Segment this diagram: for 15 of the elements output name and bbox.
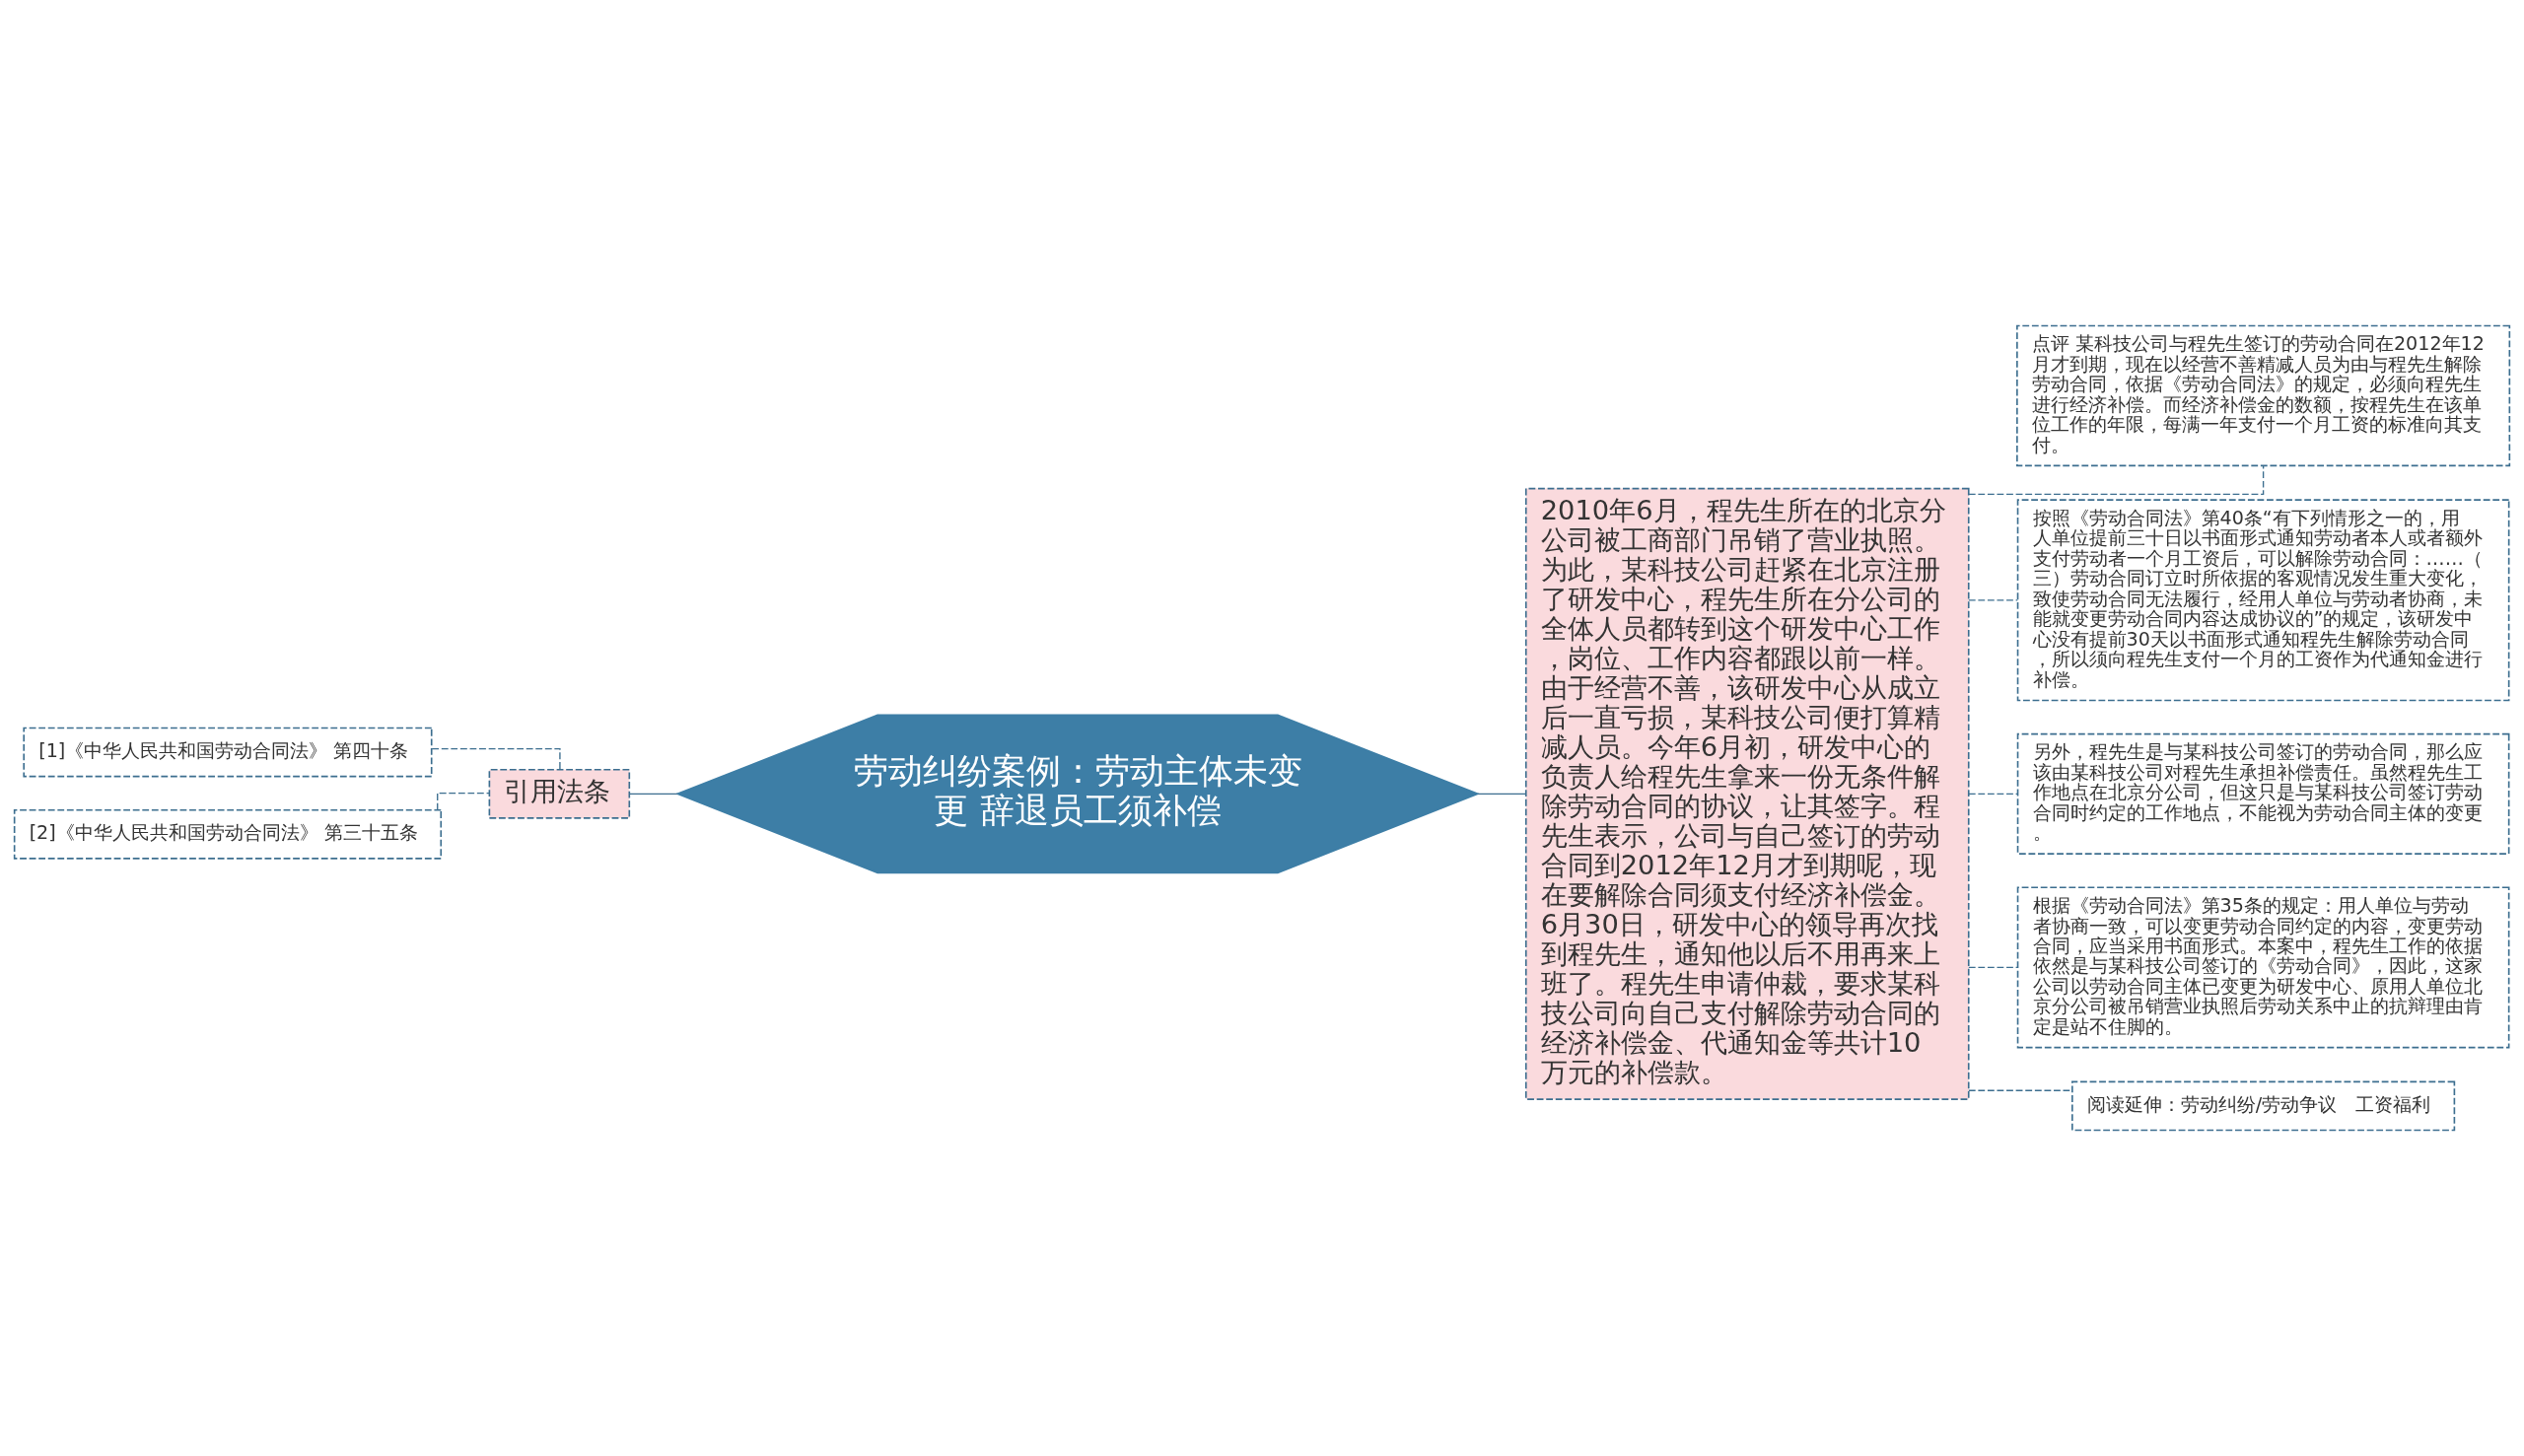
- node-box: 按照《劳动合同法》第40条“有下列情形之一的，用人单位提前三十日以书面形式通知劳动者本人或者额外支付劳动者一个月工资后，可以解除劳动合同：……（三）劳动合同订立时所依据的客观情况发生重大变化，致使劳动合同无法履行，经用人单位与劳动者协商，未能就变更劳动合同内容达成协议的”的规定，该研发中心没有提前30天以书面形式通知程先生解除劳动合同，所以须向程先生支付一个月的工资作为代通知金进行补偿。: [2016, 499, 2510, 702]
- node-box: 阅读延伸：劳动纠纷/劳动争议 工资福利: [2071, 1080, 2456, 1132]
- node-box: 根据《劳动合同法》第35条的规定：用人单位与劳动者协商一致，可以变更劳动合同约定的内容，变更劳动合同，应当采用书面形式。本案中，程先生工作的依据依然是与某科技公司签订的《劳动合同》，因此，这家公司以劳动合同主体已变更为研发中心、原用人单位北京分公司被吊销营业执照后劳动关系中止的抗辩理由肯定是站不住脚的。: [2016, 886, 2510, 1049]
- connector: [629, 793, 678, 796]
- connector: [437, 793, 490, 811]
- node-box: 2010年6月，程先生所在的北京分公司被工商部门吊销了营业执照。为此，某科技公司赶紧在北京注册了研发中心，程先生所在分公司的全体人员都转到这个研发中心工作，岗位、工作内容都跟以前一样。由于经营不善，该研发中心从成立后一直亏损，某科技公司便打算精减人员。今年6月初，研发中心的负责人给程先生拿来一份无条件解除劳动合同的协议，让其签字。程先生表示，公司与自己签订的劳动合同到2012年12月才到期呢，现在要解除合同须支付经济补偿金。6月30日，研发中心的领导再次找到程先生，通知他以后不用再来上班了。程先生申请仲裁，要求某科技公司向自己支付解除劳动合同的经济补偿金、代通知金等共计10万元的补偿款。: [1524, 487, 1970, 1100]
- connector: [1477, 793, 1527, 796]
- connector: [1968, 793, 2018, 796]
- node-box: 另外，程先生是与某科技公司签订的劳动合同，那么应该由某科技公司对程先生承担补偿责任。虽然程先生工作地点在北京分公司，但这只是与某科技公司签订劳动合同时约定的工作地点，不能视为劳动合同主体的变更。: [2016, 732, 2510, 855]
- node-box: 引用法条: [488, 769, 631, 819]
- connector: [1968, 966, 2018, 969]
- node-box: [2]《中华人民共和国劳动合同法》 第三十五条: [13, 808, 443, 860]
- node-box: 点评 某科技公司与程先生签订的劳动合同在2012年12月才到期，现在以经营不善精减人员为由与程先生解除劳动合同，依据《劳动合同法》的规定，必须向程先生进行经济补偿。而经济补偿金的数额，按程先生在该单位工作的年限，每满一年支付一个月工资的标准向其支付。: [2016, 324, 2511, 467]
- node-box: [1]《中华人民共和国劳动合同法》 第四十条: [23, 727, 433, 778]
- connector: [1968, 599, 2018, 601]
